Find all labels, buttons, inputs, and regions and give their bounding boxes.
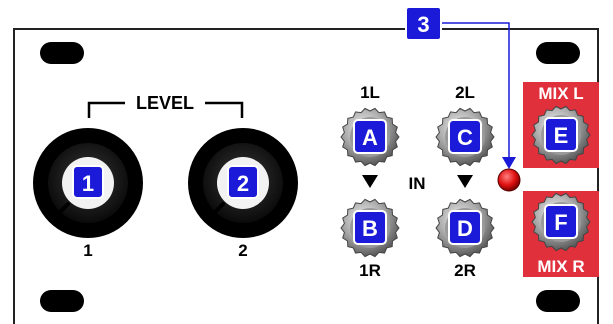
level-bracket (87, 101, 244, 118)
jacks-layer: A B C D E F (340, 105, 591, 258)
callout-3: 3 (405, 6, 516, 169)
in-label: IN (409, 174, 426, 193)
badge-c (448, 119, 482, 154)
jack-e[interactable]: E (531, 105, 591, 165)
jack-d-label: 2R (454, 261, 476, 280)
mount-hole-bottom-right (536, 290, 580, 312)
jack-f-label: MIX R (537, 257, 584, 276)
callout-line (441, 22, 510, 160)
badge-1: 1 (72, 165, 104, 199)
jack-a-label: 1L (360, 83, 380, 102)
badge-2: 2 (227, 165, 259, 199)
badge-f-text: F (554, 210, 567, 235)
callout-arrowhead-icon (502, 157, 516, 169)
jack-b[interactable]: B (340, 198, 400, 258)
jack-e-label: MIX L (538, 84, 583, 103)
jack-c[interactable]: C (435, 107, 495, 167)
badge-1-text: 1 (82, 171, 94, 196)
mount-hole-top-left (40, 42, 84, 64)
down-arrow-icon (457, 175, 473, 188)
badge-3-text: 3 (417, 12, 429, 37)
jack-a[interactable]: A (340, 107, 400, 167)
badge-2-text: 2 (237, 171, 249, 196)
badge-b-text: B (362, 216, 378, 241)
badge-a (353, 119, 387, 154)
badge-e (544, 117, 578, 152)
badge-c-text: C (457, 125, 473, 150)
jack-f[interactable]: F (531, 192, 591, 252)
badge-f (544, 204, 578, 239)
badge-e-text: E (554, 123, 569, 148)
badge-d-text: D (457, 216, 473, 241)
down-arrow-icon (362, 175, 378, 188)
knob-1-label: 1 (83, 241, 92, 260)
badge-b (353, 210, 387, 245)
badge-d (448, 210, 482, 245)
jack-d[interactable]: D (435, 198, 495, 258)
badge-3 (405, 6, 442, 41)
knob-2-label: 2 (238, 241, 247, 260)
mount-hole-bottom-left (40, 290, 84, 312)
level-label: LEVEL (136, 93, 194, 113)
jack-b-label: 1R (359, 261, 381, 280)
led-indicator (497, 168, 521, 192)
mount-hole-top-right (536, 42, 580, 64)
badge-a-text: A (362, 125, 378, 150)
jack-c-label: 2L (455, 83, 475, 102)
